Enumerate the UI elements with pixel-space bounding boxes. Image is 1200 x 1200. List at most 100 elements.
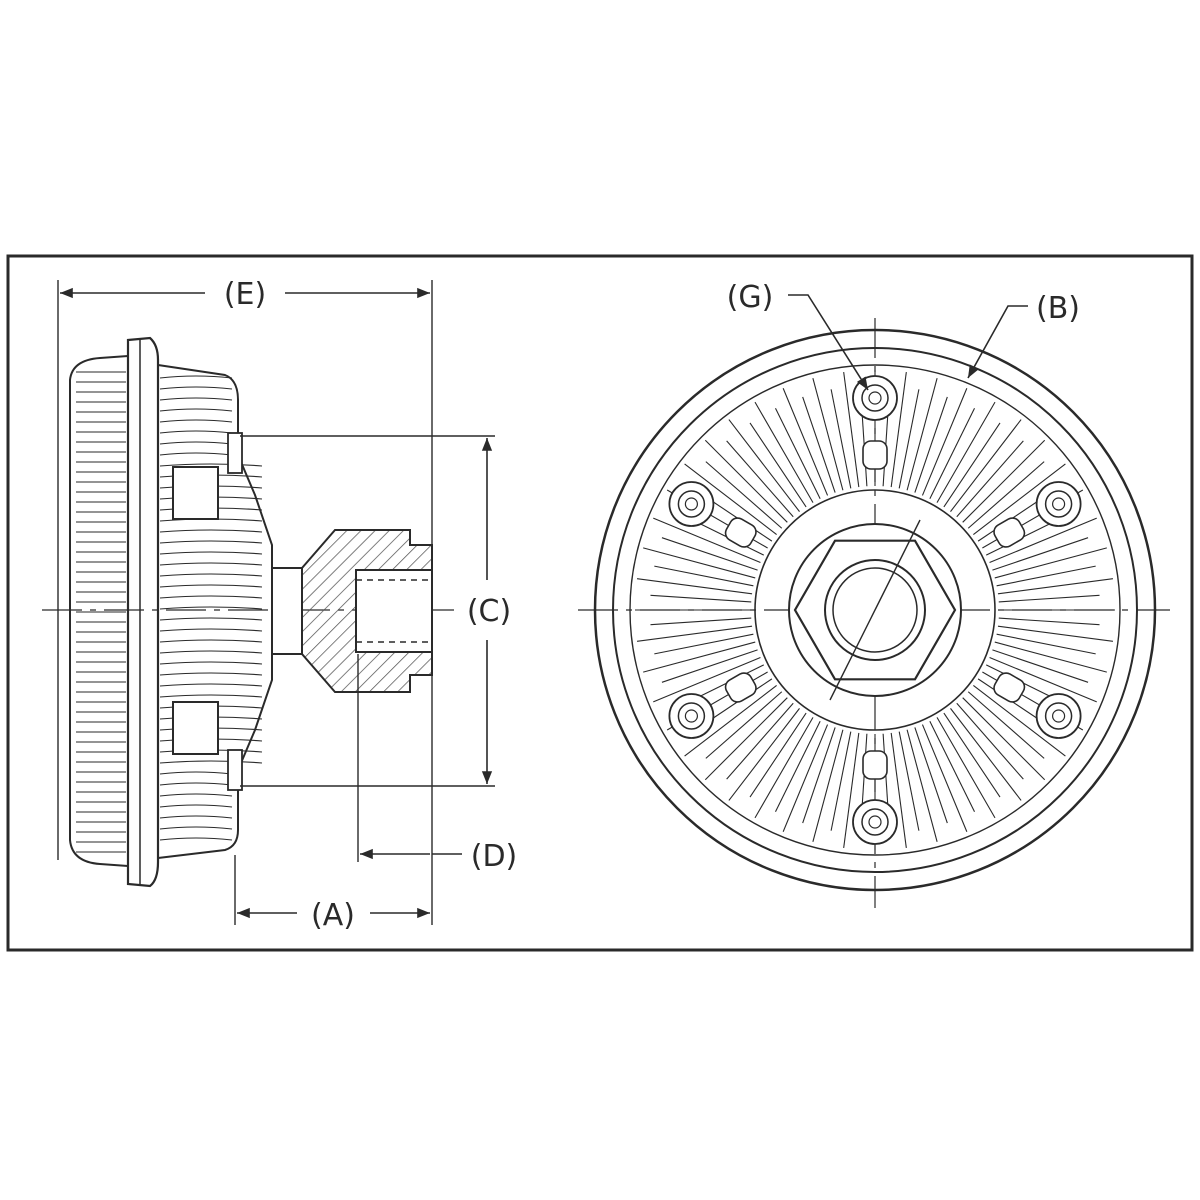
body-fin-line (159, 397, 233, 401)
fin-pack-lines (76, 371, 126, 853)
radial-fin (705, 691, 783, 759)
radial-fin (898, 731, 920, 831)
radial-fin (997, 578, 1114, 595)
body-fin-line (159, 463, 263, 467)
radial-fin (661, 649, 758, 683)
radial-fin (962, 439, 1046, 523)
radial-fin (802, 396, 836, 493)
dimension-c-label: (C) (467, 594, 511, 629)
body-fin-line (159, 595, 263, 599)
body-fin-line (159, 804, 233, 808)
radial-fin (992, 649, 1089, 683)
radial-fin (749, 422, 807, 508)
bolt-hole (861, 808, 889, 836)
radial-fin (996, 633, 1096, 655)
bolt-boss (1035, 481, 1082, 527)
body-fin-line (159, 826, 233, 830)
body-fin-line (159, 694, 263, 698)
body-fin-lines (159, 375, 263, 841)
body-fin-line (159, 683, 263, 687)
bolt-hole (677, 490, 706, 518)
radial-fin (636, 578, 753, 595)
body-fin-line (159, 584, 263, 588)
radial-fin (650, 594, 752, 603)
radial-fin (967, 461, 1045, 529)
body-fin-line (159, 452, 233, 456)
radial-fin (943, 712, 1001, 798)
radial-fin (812, 378, 844, 491)
bolt-hole (1044, 702, 1073, 730)
lower-boss (172, 701, 219, 755)
radial-fin (830, 389, 852, 489)
body-fin-line (159, 639, 263, 643)
radial-fin (994, 547, 1107, 579)
radial-fin (998, 594, 1100, 603)
radial-fin (843, 371, 860, 488)
bolt-center (1051, 497, 1066, 511)
radial-fin (994, 641, 1107, 673)
radial-fin (654, 565, 754, 587)
drawing-frame (6, 254, 1194, 952)
body-fin-line (159, 650, 263, 654)
radial-fin (906, 378, 938, 491)
radial-fin (973, 463, 1066, 535)
radial-fin (704, 439, 788, 523)
radial-fin (989, 517, 1097, 564)
radial-fin (950, 419, 1022, 512)
radial-fin (989, 656, 1097, 703)
body-fin-line (159, 408, 233, 412)
shaft (271, 567, 303, 655)
body-fin-line (159, 430, 233, 434)
radial-fin (921, 724, 968, 832)
radial-fin (898, 389, 920, 489)
radial-fin (754, 717, 814, 819)
radial-fin (936, 401, 996, 503)
body-fin-line (159, 661, 263, 665)
callout-b-label: (B) (1036, 291, 1080, 326)
boss-pocket (724, 517, 757, 548)
bolt-boss (668, 693, 715, 739)
bolt-center (1051, 709, 1066, 723)
body-fin-line (159, 573, 263, 577)
radial-fin (782, 724, 829, 832)
bolt-center (684, 497, 699, 511)
radial-fin (643, 547, 756, 579)
boss-pocket (993, 672, 1026, 703)
radial-fin (929, 720, 976, 813)
radial-fin (728, 419, 800, 512)
radial-fin (802, 727, 836, 824)
radial-fin (661, 537, 758, 571)
threaded-bore (355, 569, 433, 653)
side-view: (E) (C) (D) (A) (42, 277, 517, 933)
radial-fin (782, 388, 829, 496)
fin-root-ring (754, 489, 996, 731)
body-fin-line (159, 760, 263, 764)
center-bore-inner (832, 567, 918, 653)
callout-g-label: (G) (727, 280, 774, 315)
bolt-bosses (668, 375, 1082, 845)
radial-fin (998, 617, 1100, 626)
radial-fin (962, 697, 1046, 781)
bolt-boss (668, 481, 715, 527)
radial-fin (996, 565, 1096, 587)
radial-fin (684, 463, 777, 535)
bolt-center (868, 391, 882, 405)
boss-pocket (993, 517, 1026, 548)
body-fin-line (159, 782, 233, 786)
body-fin-line (159, 386, 233, 390)
radial-fin (843, 732, 860, 849)
body-fin-line (159, 837, 233, 841)
radial-fin (636, 625, 753, 642)
radial-fin (653, 517, 761, 564)
radial-fin (906, 729, 938, 842)
boss-pocket (862, 750, 888, 780)
radial-fin (890, 732, 907, 849)
body-fin-line (159, 375, 233, 379)
radial-fin (936, 717, 996, 819)
boss-pocket (724, 672, 757, 703)
outer-rim (593, 328, 1157, 892)
radial-fin (774, 720, 821, 813)
body-fin-line (159, 617, 263, 621)
radial-fin (774, 407, 821, 500)
bolt-boss (1035, 693, 1082, 739)
